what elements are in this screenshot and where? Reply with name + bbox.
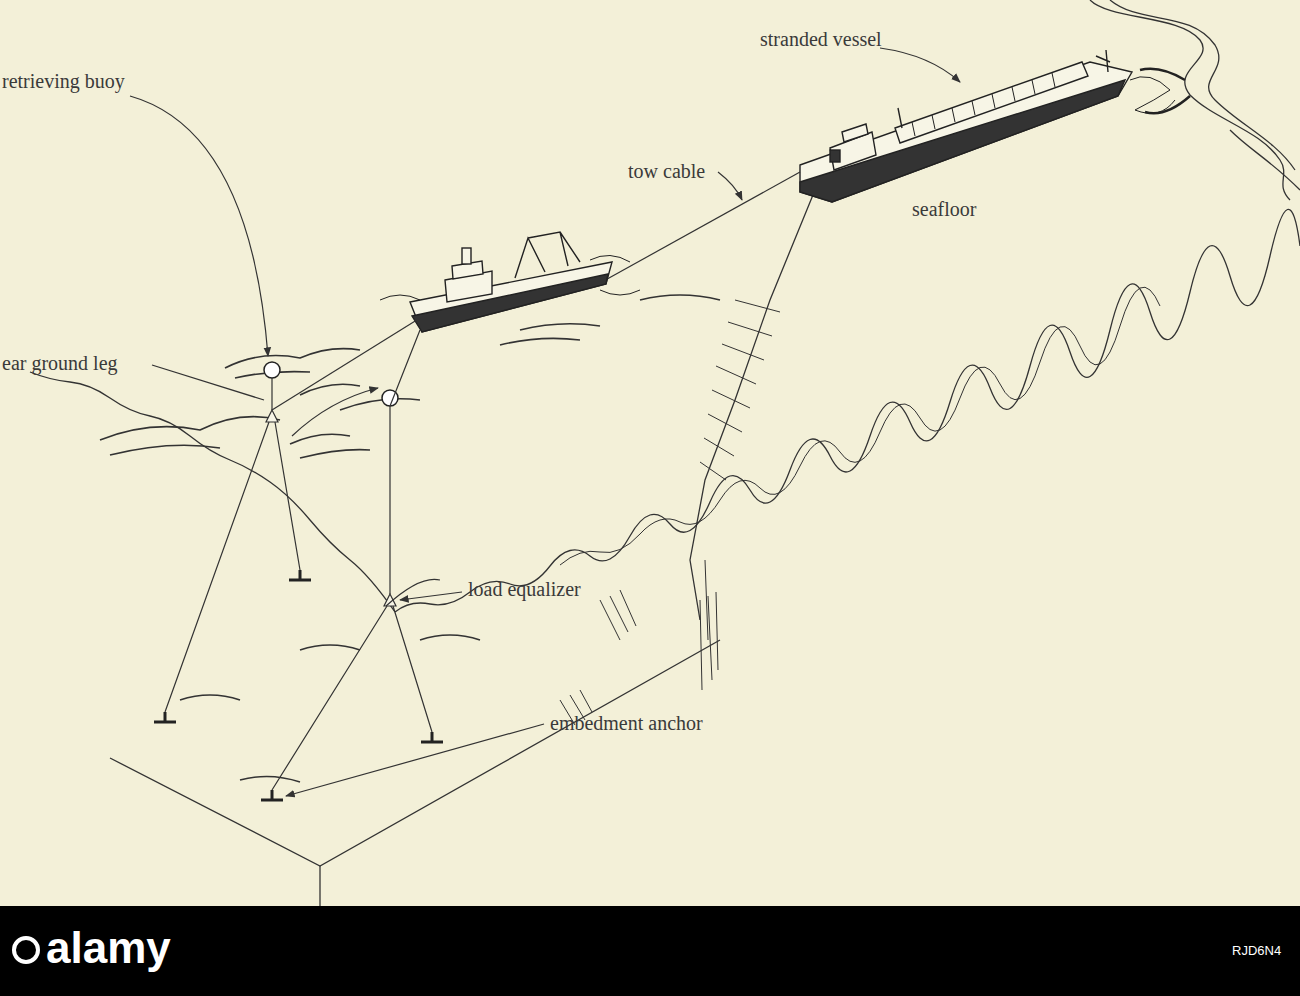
part-label: tow cable [628, 160, 705, 182]
retrieving-buoy [264, 362, 280, 378]
tow-cable [600, 172, 800, 283]
water-strokes [100, 295, 720, 782]
part-label: ear ground leg [2, 352, 118, 374]
watermark-bar [0, 906, 1300, 996]
part-label: load equalizer [468, 578, 581, 600]
salvage-tug [380, 232, 640, 332]
image-id: RJD6N4 [1232, 944, 1281, 958]
ground-legs [165, 318, 440, 790]
line-work [30, 0, 1300, 906]
logo-mark [14, 938, 38, 962]
part-label: stranded vessel [760, 28, 882, 50]
leader-lines [130, 48, 960, 796]
part-label: retrieving buoy [2, 70, 125, 92]
embedment-anchors [154, 570, 443, 800]
watermark-logo: alamy [46, 924, 171, 972]
part-label: seafloor [912, 198, 976, 220]
part-label: embedment anchor [550, 712, 703, 734]
stranded-vessel [800, 50, 1190, 202]
